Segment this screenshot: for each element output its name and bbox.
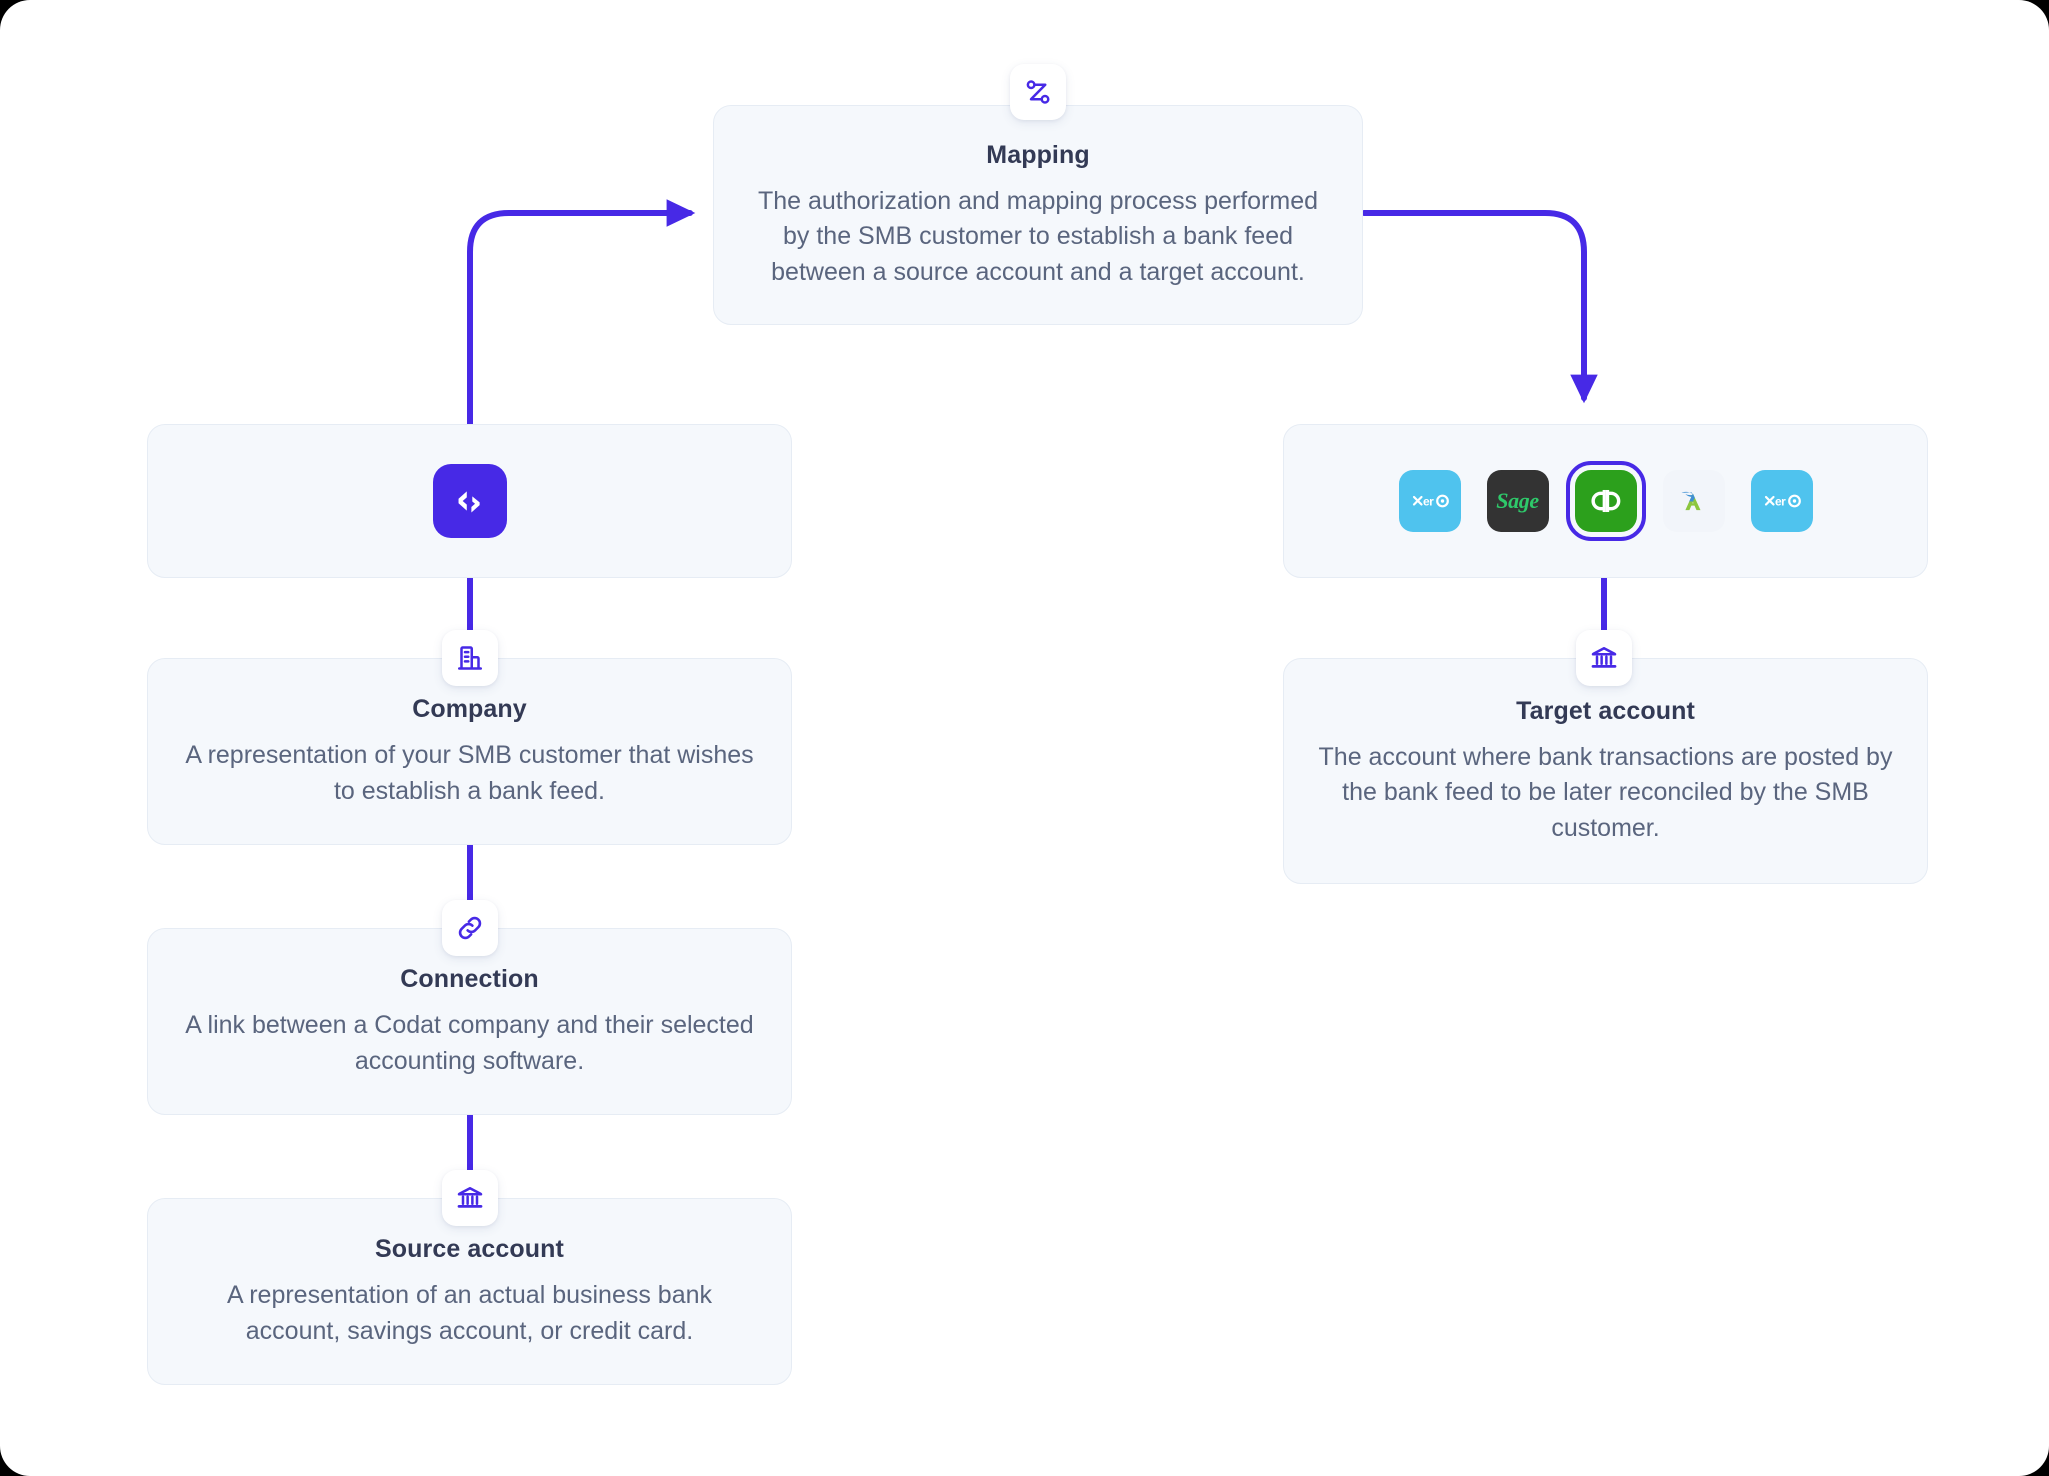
platform-tile-freeagent[interactable]: [1662, 470, 1725, 532]
card-target-account-description: The account where bank transactions are …: [1318, 742, 1893, 842]
card-company[interactable]: Company A representation of your SMB cus…: [147, 658, 792, 845]
platform-tile-xero-2[interactable]: er: [1750, 470, 1813, 532]
card-connection-description: A link between a Codat company and their…: [185, 1011, 754, 1075]
card-connection[interactable]: Connection A link between a Codat compan…: [147, 928, 792, 1115]
card-source-account[interactable]: Source account A representation of an ac…: [147, 1198, 792, 1385]
platform-tile-quickbooks[interactable]: [1565, 461, 1646, 541]
connector-codat-to-mapping: [467, 199, 696, 427]
card-source-account-description: A representation of an actual business b…: [226, 1281, 713, 1345]
card-target-account[interactable]: Target account The account where bank tr…: [1283, 658, 1928, 884]
sage-logo-icon: Sage: [1496, 488, 1539, 513]
building-icon-chip: [442, 630, 498, 686]
building-icon: [458, 646, 482, 670]
bank-icon-chip-target: [1576, 630, 1632, 686]
route-icon-chip: [1010, 64, 1066, 120]
xero-logo-icon: er: [1764, 495, 1801, 509]
card-company-description: A representation of your SMB customer th…: [185, 741, 754, 805]
freeagent-logo-icon: [1681, 491, 1700, 511]
card-codat-platform[interactable]: [147, 424, 792, 578]
svg-text:er: er: [1775, 495, 1786, 509]
card-source-account-title: Source account: [375, 1235, 564, 1263]
quickbooks-logo-icon: [1591, 489, 1620, 513]
bank-icon: [457, 1187, 483, 1208]
card-company-title: Company: [412, 695, 527, 723]
platform-tile-xero-1[interactable]: er: [1398, 470, 1461, 532]
card-target-account-title: Target account: [1516, 696, 1695, 725]
platform-tile-sage[interactable]: Sage: [1486, 470, 1549, 532]
xero-logo-icon: er: [1412, 495, 1449, 509]
card-mapping-title: Mapping: [986, 140, 1090, 169]
codat-logo-tile[interactable]: [432, 464, 507, 538]
link-icon-chip: [442, 900, 498, 956]
platform-logo-row: er Sage: [1398, 461, 1813, 541]
svg-text:er: er: [1423, 495, 1434, 509]
bank-icon-chip-source: [442, 1170, 498, 1226]
bank-icon: [1591, 647, 1617, 668]
card-accounting-platforms[interactable]: er Sage: [1283, 424, 1928, 578]
connector-mapping-to-platforms: [1361, 210, 1598, 404]
route-icon: [1026, 80, 1050, 104]
card-mapping-description: The authorization and mapping process pe…: [757, 186, 1319, 286]
card-mapping[interactable]: Mapping The authorization and mapping pr…: [713, 105, 1363, 325]
card-connection-title: Connection: [400, 965, 539, 993]
codat-logo-icon: [458, 491, 480, 513]
link-icon: [458, 916, 482, 940]
